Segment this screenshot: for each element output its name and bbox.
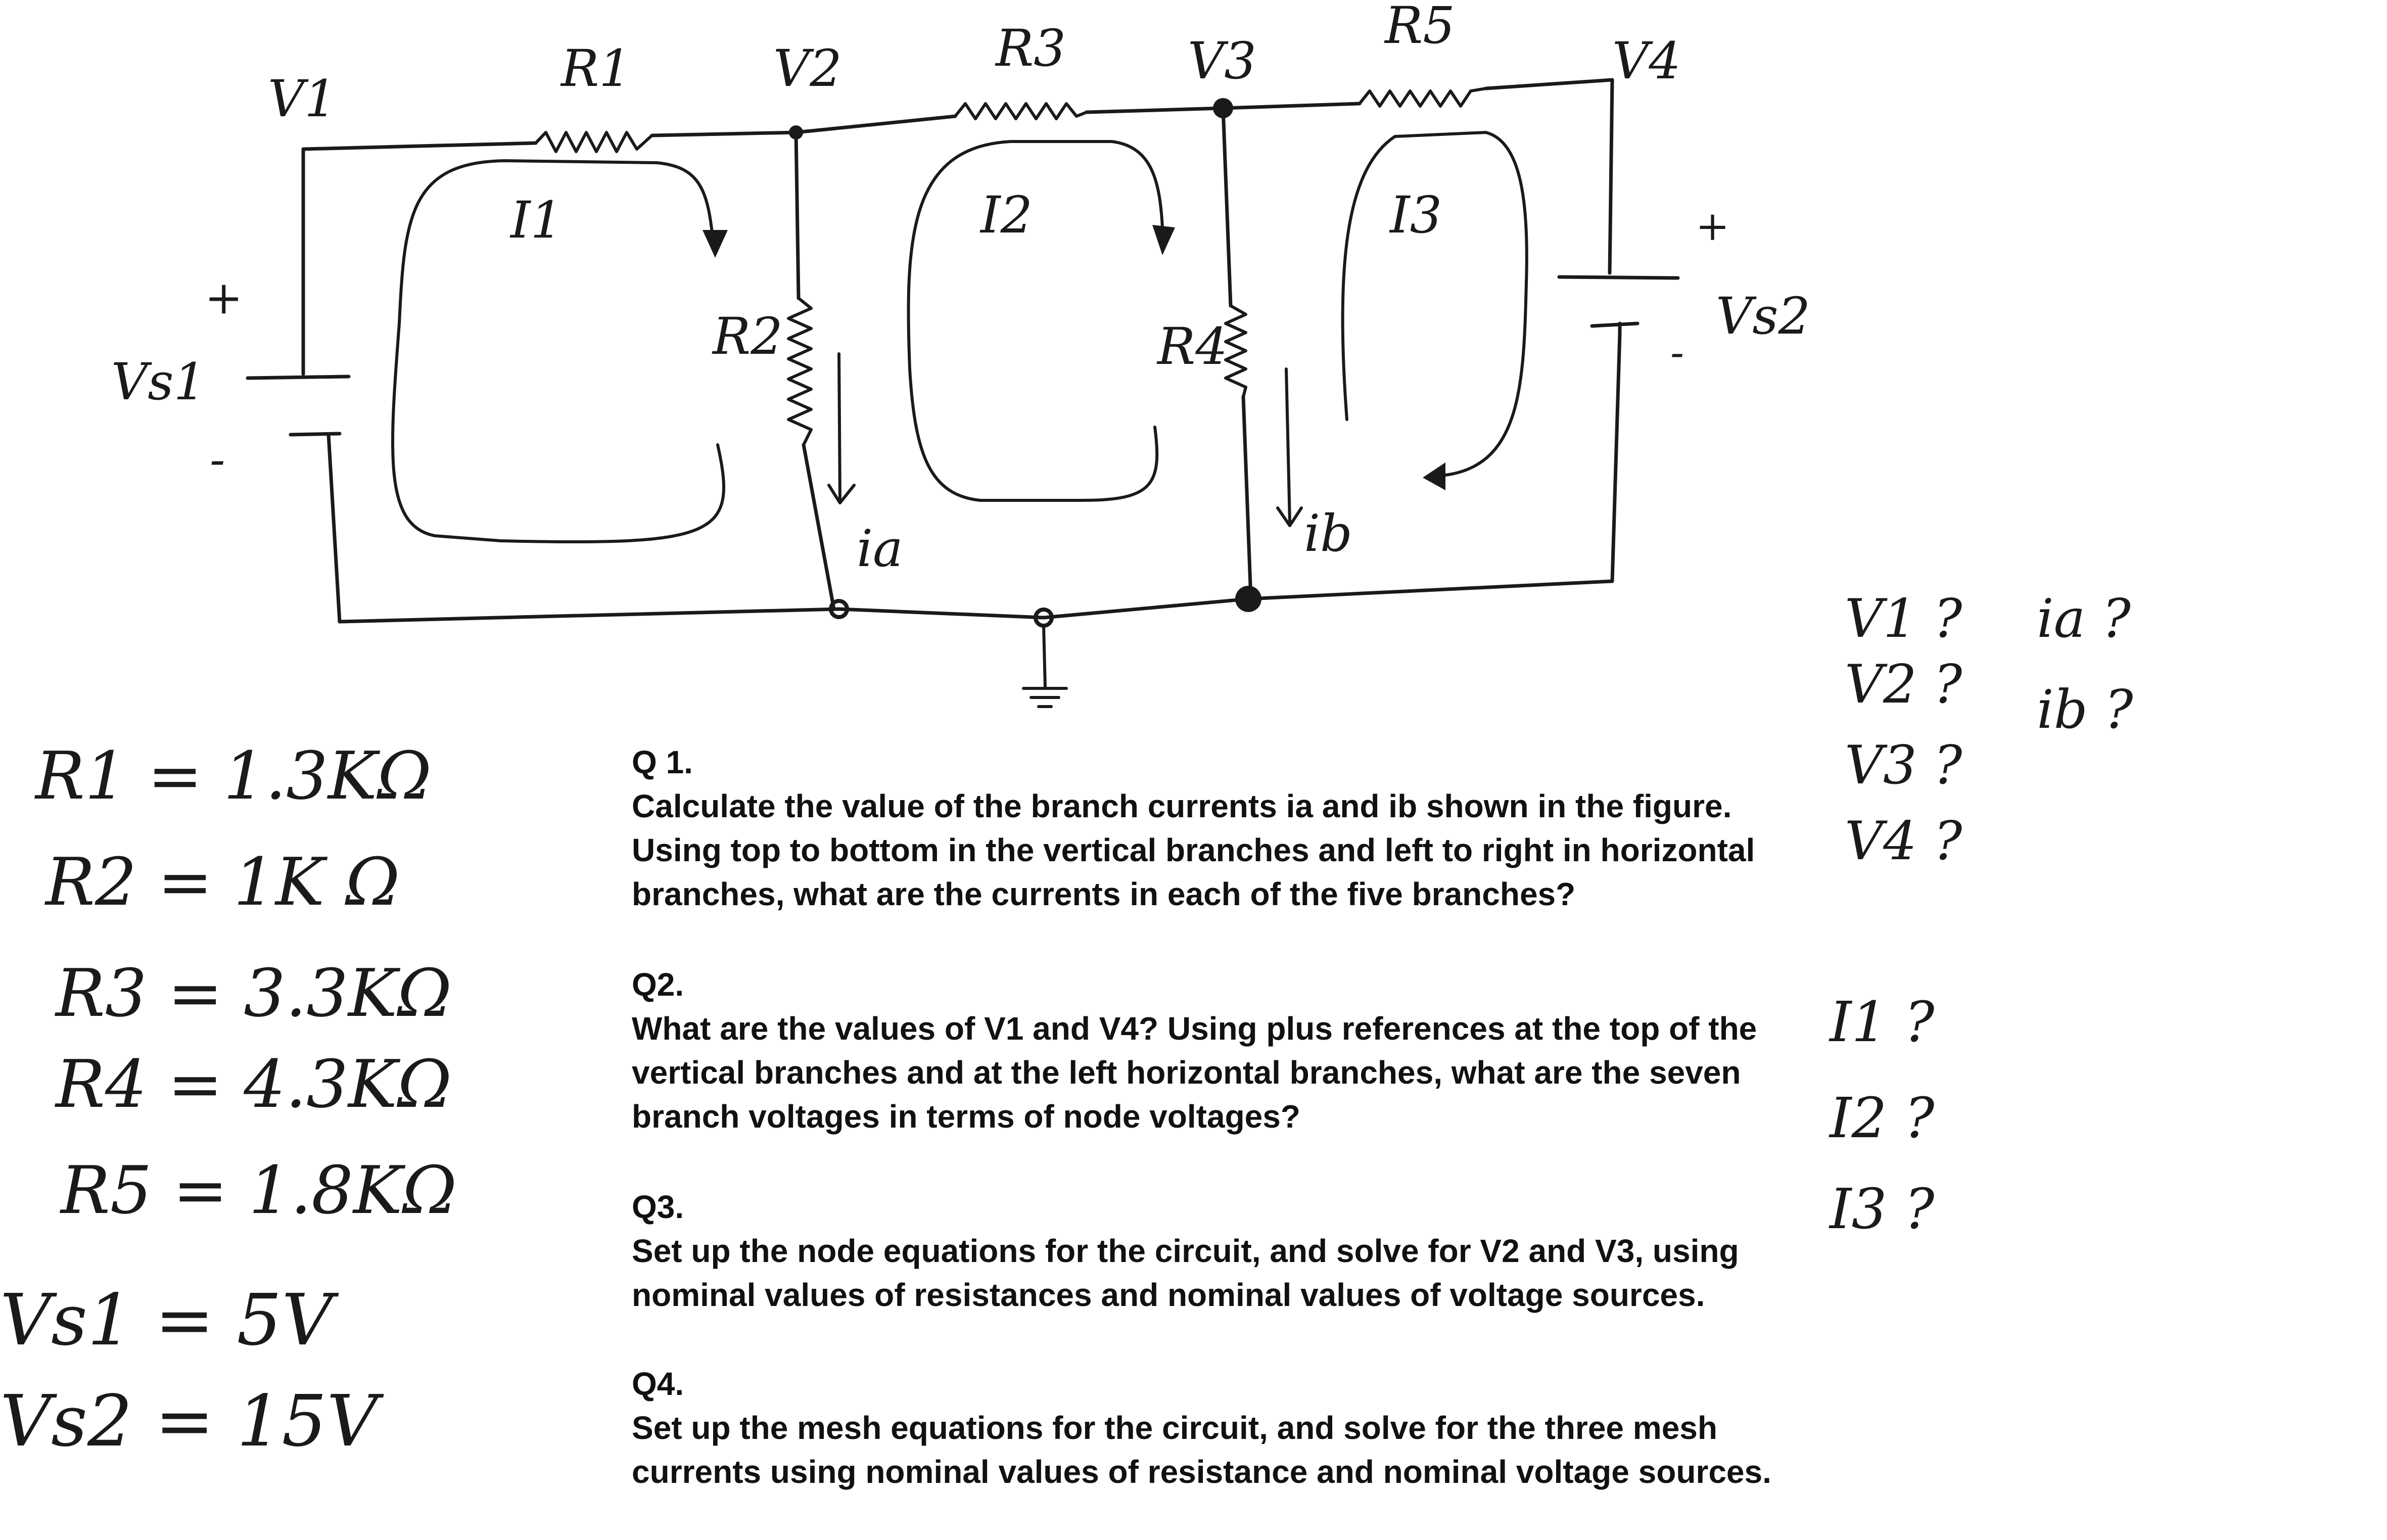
- node-label-v1: V1: [268, 69, 337, 128]
- mesh-label-i2: I2: [979, 185, 1033, 245]
- wire-right-bottom: [1610, 332, 1622, 583]
- unknown-i2: I2 ?: [1829, 1086, 1935, 1150]
- question-3-body: Set up the node equations for the circui…: [632, 1233, 1739, 1313]
- wire-v2-bottom: [802, 443, 836, 611]
- node-bottom-left-dot: [829, 599, 849, 619]
- wire-v3-to-r5: [1221, 102, 1362, 110]
- mesh-loop-i2: [907, 140, 1164, 502]
- question-1: Q 1. Calculate the value of the branch c…: [632, 740, 1809, 916]
- question-1-body: Calculate the value of the branch curren…: [632, 788, 1755, 912]
- given-r2: R2 = 1K Ω: [44, 844, 400, 920]
- mesh-label-i1: I1: [509, 191, 563, 250]
- unknown-voltages: V1 ? V2 ? V3 ? V4 ?: [1845, 588, 1962, 872]
- question-2-heading: Q2.: [632, 966, 684, 1003]
- question-3-heading: Q3.: [632, 1189, 684, 1225]
- given-r5: R5 = 1.8KΩ: [60, 1152, 457, 1229]
- resistor-r2: [787, 297, 813, 446]
- unknown-ia: ia ?: [2037, 588, 2131, 649]
- node-v2-dot: [789, 125, 803, 139]
- resistor-r3: [954, 102, 1088, 120]
- battery-vs2: [1557, 275, 1680, 336]
- resistor-r1: [534, 131, 653, 153]
- branch-arrow-ib: [1276, 367, 1303, 527]
- wire-bottom: [338, 579, 1614, 624]
- resistor-label-r3: R3: [995, 19, 1066, 78]
- wire-v2-to-r3: [794, 114, 957, 134]
- source-vs2-minus: -: [1670, 329, 1684, 376]
- battery-vs1: [246, 375, 351, 437]
- wire-top-left: [301, 141, 538, 151]
- source-vs1-minus: -: [210, 433, 225, 486]
- node-v3-dot: [1213, 98, 1233, 118]
- given-r1: R1 = 1.3KΩ: [34, 737, 432, 814]
- wire-r1-to-v2: [650, 130, 798, 137]
- source-vs1-plus: +: [205, 271, 243, 324]
- resistor-label-r4: R4: [1156, 317, 1228, 376]
- unknown-branch-currents: ia ? ib ?: [2037, 588, 2133, 740]
- wire-left-bottom: [326, 433, 342, 624]
- wire-v3-bottom: [1241, 395, 1253, 601]
- given-r3: R3 = 3.3KΩ: [55, 955, 452, 1032]
- wire-v3-top: [1221, 106, 1233, 308]
- node-label-v2: V2: [773, 39, 842, 98]
- resistor-r4: [1224, 304, 1247, 398]
- mesh-label-i3: I3: [1389, 185, 1442, 245]
- resistor-label-r2: R2: [712, 307, 783, 366]
- resistor-label-r1: R1: [560, 39, 631, 98]
- question-4-heading: Q4.: [632, 1366, 684, 1402]
- node-bottom-right-dot: [1235, 586, 1261, 612]
- wire-v2-top: [794, 130, 801, 300]
- given-r4: R4 = 4.3KΩ: [55, 1046, 452, 1123]
- question-2: Q2. What are the values of V1 and V4? Us…: [632, 963, 1809, 1139]
- question-3: Q3. Set up the node equations for the ci…: [632, 1185, 1809, 1317]
- unknown-v1: V1 ?: [1845, 588, 1962, 649]
- source-label-vs2: Vs2: [1716, 287, 1810, 346]
- mesh-arrow-i1: [703, 230, 728, 258]
- source-vs2-plus: +: [1696, 203, 1729, 250]
- mesh-loop-i3: [1341, 131, 1528, 479]
- unknown-ib: ib ?: [2037, 679, 2133, 740]
- wire-r5-to-v4: [1484, 78, 1614, 90]
- unknown-v4: V4 ?: [1845, 810, 1962, 872]
- given-vs1: Vs1 = 5V: [0, 1279, 339, 1362]
- node-label-v4: V4: [1612, 31, 1681, 90]
- unknown-v3: V3 ?: [1845, 734, 1962, 796]
- source-label-vs1: Vs1: [111, 352, 206, 411]
- branch-arrow-ia: [827, 352, 856, 504]
- node-label-v3: V3: [1188, 31, 1256, 90]
- ground-symbol: [1022, 624, 1068, 708]
- given-values: R1 = 1.3KΩ R2 = 1K Ω R3 = 3.3KΩ R4 = 4.3…: [0, 737, 457, 1463]
- question-4: Q4. Set up the mesh equations for the ci…: [632, 1362, 1809, 1494]
- given-vs2: Vs2 = 15V: [0, 1380, 384, 1463]
- mesh-arrow-i2: [1152, 225, 1175, 255]
- resistor-label-r5: R5: [1384, 0, 1455, 55]
- wire-right-top: [1608, 78, 1614, 275]
- branch-label-ib: ib: [1304, 504, 1352, 563]
- branch-label-ia: ia: [857, 519, 903, 578]
- unknown-mesh-currents: I1 ? I2 ? I3 ?: [1829, 990, 1935, 1241]
- unknown-i3: I3 ?: [1829, 1177, 1935, 1241]
- question-4-body: Set up the mesh equations for the circui…: [632, 1410, 1771, 1490]
- wire-r3-to-v3: [1085, 106, 1225, 114]
- mesh-arrow-i3: [1423, 462, 1445, 490]
- question-2-body: What are the values of V1 and V4? Using …: [632, 1010, 1757, 1135]
- question-1-heading: Q 1.: [632, 744, 693, 780]
- unknown-v2: V2 ?: [1845, 654, 1962, 715]
- mesh-loop-i1: [391, 159, 725, 544]
- unknown-i1: I1 ?: [1829, 990, 1935, 1054]
- resistor-r5: [1358, 87, 1487, 108]
